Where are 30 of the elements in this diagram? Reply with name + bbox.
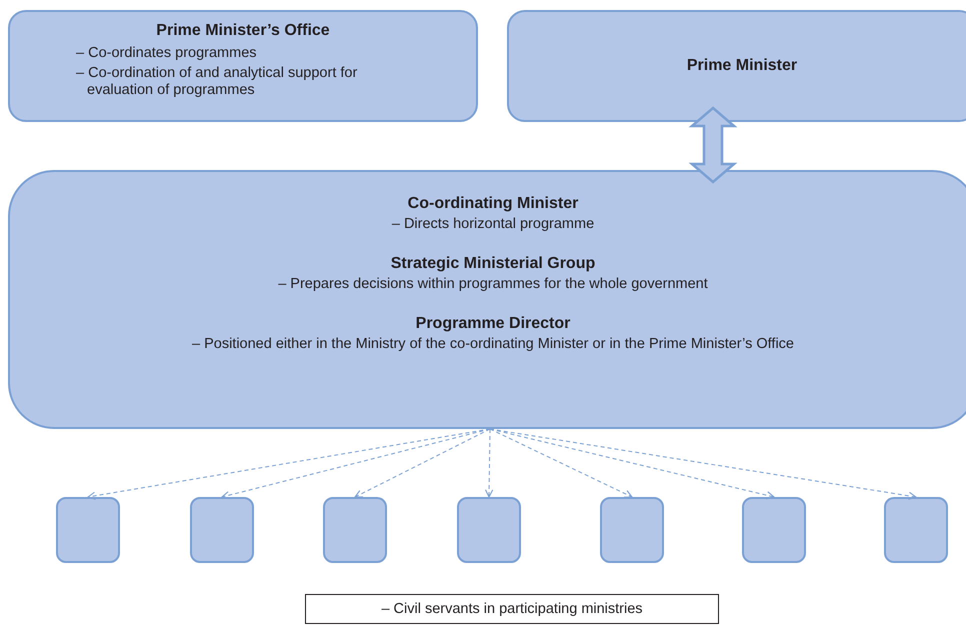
bullet-text: – Co-ordination of and analytical support for evaluation of programmes (76, 65, 358, 99)
dashed-arrow (87, 428, 490, 500)
coordination-panel (8, 170, 966, 429)
bullet-text: – Co-ordinates programmes (76, 45, 258, 62)
dashed-arrow (354, 428, 490, 498)
role-description: – Prepares decisions within programmes for the whole government (278, 276, 708, 293)
ministry-box (323, 497, 387, 563)
ministry-box (742, 497, 806, 563)
ministry-box (190, 497, 254, 563)
ministry-box (884, 497, 948, 563)
ministry-box (600, 497, 664, 563)
dashed-arrow (484, 428, 494, 498)
role-heading: Programme Director (416, 315, 570, 333)
ministry-box (56, 497, 120, 563)
box-heading: Prime Minister (686, 57, 798, 75)
dashed-arrow (221, 428, 490, 500)
box-heading: Prime Minister’s Office (155, 22, 331, 40)
note-text: – Civil servants in participating ministries (381, 600, 643, 618)
role-box (507, 10, 966, 122)
role-description: – Positioned either in the Ministry of the co-ordinating Minister or in the Prime Minister’s Office (192, 336, 794, 353)
role-description: – Directs horizontal programme (392, 216, 594, 233)
double-arrow (688, 106, 738, 184)
dashed-arrow (490, 428, 917, 500)
ministry-box (457, 497, 521, 563)
note-box (305, 594, 719, 624)
role-heading: Co-ordinating Minister (408, 195, 578, 213)
dashed-arrow (490, 428, 633, 498)
office-box (8, 10, 478, 122)
role-heading: Strategic Ministerial Group (390, 255, 596, 273)
dashed-arrow (490, 428, 775, 500)
